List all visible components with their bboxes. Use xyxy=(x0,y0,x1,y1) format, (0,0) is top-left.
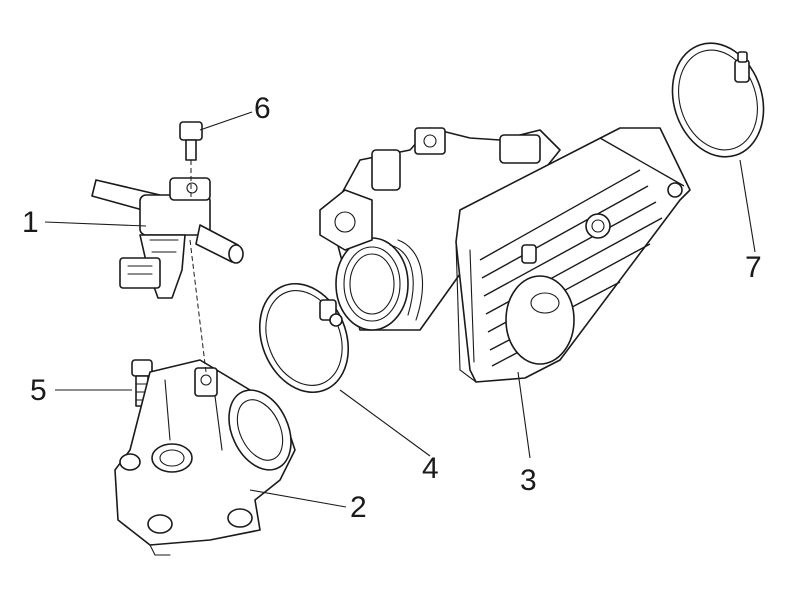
callout-7: 7 xyxy=(745,251,762,284)
part-7-hose-clamp xyxy=(671,42,765,158)
leader-6 xyxy=(199,111,253,131)
leader-7 xyxy=(739,159,756,253)
part-1-injector xyxy=(91,177,244,299)
callout-3: 3 xyxy=(520,464,537,497)
leader-1 xyxy=(44,221,147,227)
callout-2: 2 xyxy=(350,491,367,524)
callout-6: 6 xyxy=(254,92,271,125)
part-3-throttle-body xyxy=(319,127,691,383)
leader-4 xyxy=(339,389,431,457)
callout-5: 5 xyxy=(30,374,47,407)
callout-4: 4 xyxy=(422,452,439,485)
part-2-intake-manifold xyxy=(114,359,296,556)
callout-1: 1 xyxy=(22,206,39,239)
leader-3 xyxy=(517,371,531,459)
alignment-line xyxy=(189,160,207,373)
part-4-hose-clamp xyxy=(258,282,350,394)
leader-2 xyxy=(249,489,347,508)
part-6-bolt xyxy=(179,121,203,161)
